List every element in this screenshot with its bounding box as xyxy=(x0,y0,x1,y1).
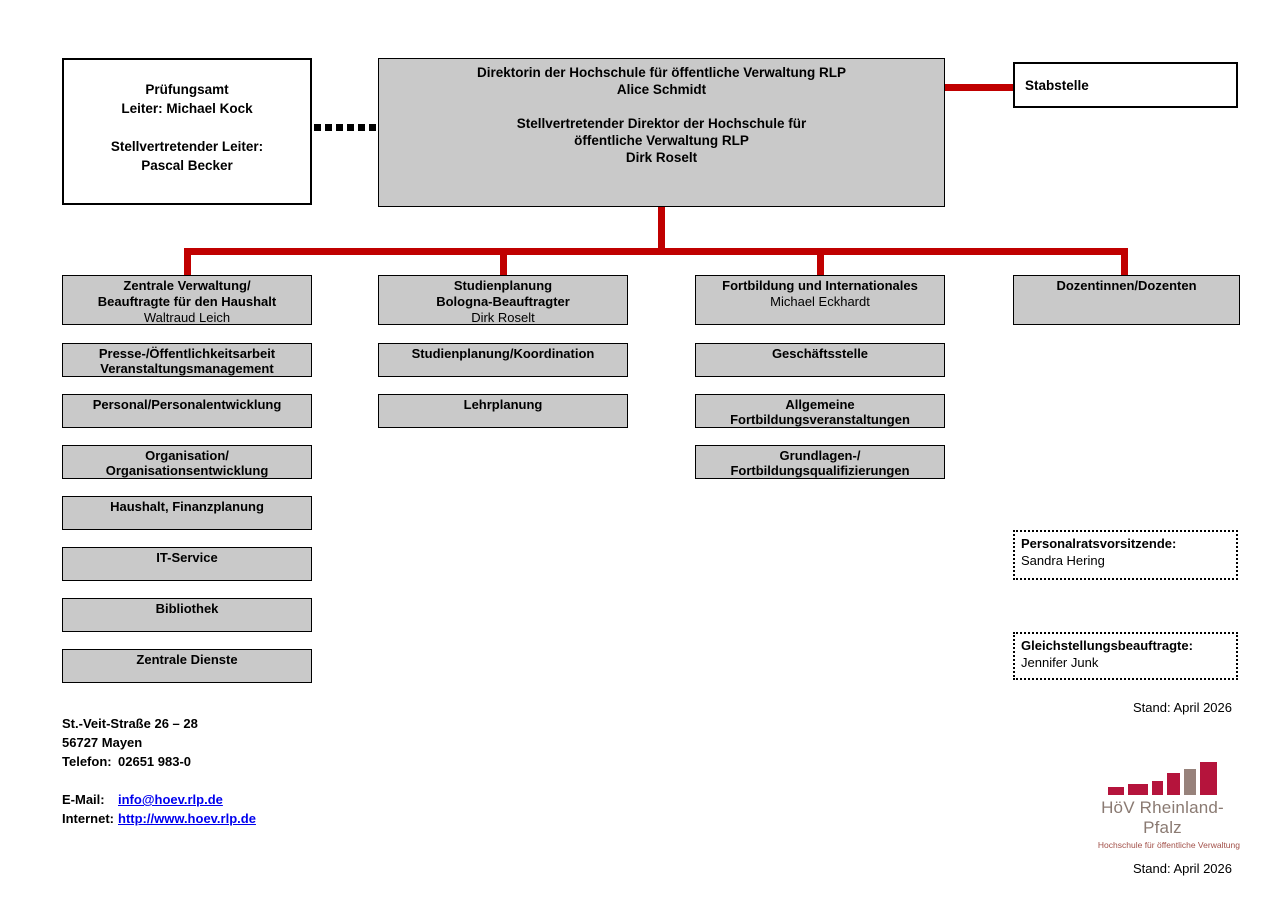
unit-label: Organisation/ xyxy=(145,448,229,463)
org-box-allgemeine-fortbildung: Allgemeine Fortbildungsveranstaltungen xyxy=(695,394,945,428)
gleichstellung-title: Gleichstellungsbeauftragte: xyxy=(1021,638,1193,653)
unit-label: Haushalt, Finanzplanung xyxy=(110,499,264,514)
org-box-studienplanung: Studienplanung Bologna-Beauftragter Dirk… xyxy=(378,275,628,325)
personalrat-title: Personalratsvorsitzende: xyxy=(1021,536,1177,551)
col3-title-line1: Fortbildung und Internationales xyxy=(722,278,918,293)
pruefungsamt-stellv-label: Stellvertretender Leiter: xyxy=(110,139,264,154)
connector-drop-col2 xyxy=(500,255,507,275)
org-box-zentrale-verwaltung: Zentrale Verwaltung/ Beauftragte für den… xyxy=(62,275,312,325)
logo-bar-gray xyxy=(1184,769,1196,795)
logo-title: HöV Rheinland-Pfalz xyxy=(1101,798,1224,837)
connector-drop-col4 xyxy=(1121,255,1128,275)
pruefungsamt-stellv-name: Pascal Becker xyxy=(141,158,233,173)
connector-drop-col3 xyxy=(817,255,824,275)
org-box-studienplanung-koordination: Studienplanung/Koordination xyxy=(378,343,628,377)
spacer xyxy=(379,98,944,115)
stabstelle-label: Stabstelle xyxy=(1025,77,1089,93)
address-street: St.-Veit-Straße 26 – 28 xyxy=(62,716,198,731)
pruefungsamt-title: Prüfungsamt xyxy=(145,82,229,97)
stand-date-bottom: Stand: April 2026 xyxy=(1132,861,1232,876)
personalrat-box: Personalratsvorsitzende: Sandra Hering xyxy=(1013,530,1238,580)
email-row: E-Mail: info@hoev.rlp.de xyxy=(62,790,256,809)
connector-drop-col1 xyxy=(184,255,191,275)
unit-label: Lehrplanung xyxy=(463,397,543,412)
pruefungsamt-leiter: Leiter: Michael Kock xyxy=(121,101,253,116)
unit-label: Geschäftsstelle xyxy=(771,346,869,361)
logo-bar xyxy=(1200,762,1217,795)
connector-stabstelle xyxy=(945,84,1013,91)
gleichstellung-name: Jennifer Junk xyxy=(1021,655,1099,670)
col2-title-line2: Bologna-Beauftragter xyxy=(436,294,570,309)
email-label: E-Mail: xyxy=(62,792,105,807)
direktion-stellv-line2: öffentliche Verwaltung RLP xyxy=(574,133,749,148)
org-box-it-service: IT-Service xyxy=(62,547,312,581)
org-box-zentrale-dienste: Zentrale Dienste xyxy=(62,649,312,683)
logo-bars-icon xyxy=(1085,762,1240,795)
dotted-connector-pruefungsamt xyxy=(314,124,376,131)
direktion-stellv-name: Dirk Roselt xyxy=(625,150,698,165)
org-box-organisation: Organisation/ Organisationsentwicklung xyxy=(62,445,312,479)
org-box-geschaeftsstelle: Geschäftsstelle xyxy=(695,343,945,377)
unit-label: Veranstaltungsmanagement xyxy=(100,361,274,376)
unit-label: Presse-/Öffentlichkeitsarbeit xyxy=(98,346,276,361)
col1-title-line1: Zentrale Verwaltung/ xyxy=(123,278,251,293)
logo-subtitle: Hochschule für öffentliche Verwaltung xyxy=(1097,840,1240,850)
internet-link[interactable]: http://www.hoev.rlp.de xyxy=(118,811,256,826)
connector-main-stem xyxy=(658,206,665,255)
direktion-title: Direktorin der Hochschule für öffentlich… xyxy=(476,65,847,80)
gleichstellung-box: Gleichstellungsbeauftragte: Jennifer Jun… xyxy=(1013,632,1238,680)
phone-row: Telefon: 02651 983-0 xyxy=(62,752,256,771)
unit-label: Fortbildungsqualifizierungen xyxy=(730,463,910,478)
logo-bar xyxy=(1108,787,1124,795)
internet-row: Internet: http://www.hoev.rlp.de xyxy=(62,809,256,828)
unit-label: Studienplanung/Koordination xyxy=(411,346,595,361)
org-box-personal: Personal/Personalentwicklung xyxy=(62,394,312,428)
unit-label: Personal/Personalentwicklung xyxy=(92,397,282,412)
unit-label: IT-Service xyxy=(156,550,218,565)
org-box-bibliothek: Bibliothek xyxy=(62,598,312,632)
col2-head-name: Dirk Roselt xyxy=(471,310,535,325)
org-box-presse: Presse-/Öffentlichkeitsarbeit Veranstalt… xyxy=(62,343,312,377)
phone-label: Telefon: xyxy=(62,754,112,769)
org-box-dozenten: Dozentinnen/Dozenten xyxy=(1013,275,1240,325)
address-city: 56727 Mayen xyxy=(62,735,143,750)
org-box-fortbildung: Fortbildung und Internationales Michael … xyxy=(695,275,945,325)
spacer xyxy=(64,118,310,137)
org-box-grundlagen: Grundlagen-/ Fortbildungsqualifizierunge… xyxy=(695,445,945,479)
direktion-stellv-line1: Stellvertretender Direktor der Hochschul… xyxy=(516,116,807,131)
email-link[interactable]: info@hoev.rlp.de xyxy=(118,792,223,807)
col3-head-name: Michael Eckhardt xyxy=(770,294,870,309)
personalrat-name: Sandra Hering xyxy=(1021,553,1105,568)
unit-label: Allgemeine xyxy=(785,397,855,412)
col2-title-line1: Studienplanung xyxy=(453,278,553,293)
unit-label: Bibliothek xyxy=(155,601,219,616)
org-box-direktion: Direktorin der Hochschule für öffentlich… xyxy=(378,58,945,207)
org-box-lehrplanung: Lehrplanung xyxy=(378,394,628,428)
col4-title-line1: Dozentinnen/Dozenten xyxy=(1056,278,1197,293)
spacer xyxy=(62,771,256,790)
logo-bar xyxy=(1152,781,1163,795)
internet-label: Internet: xyxy=(62,811,114,826)
unit-label: Grundlagen-/ xyxy=(779,448,861,463)
col1-head-name: Waltraud Leich xyxy=(143,310,231,325)
direktion-name: Alice Schmidt xyxy=(616,82,707,97)
unit-label: Organisationsentwicklung xyxy=(105,463,269,478)
org-box-pruefungsamt: Prüfungsamt Leiter: Michael Kock Stellve… xyxy=(62,58,312,205)
col1-title-line2: Beauftragte für den Haushalt xyxy=(97,294,277,309)
logo-bar xyxy=(1167,773,1180,795)
unit-label: Zentrale Dienste xyxy=(136,652,238,667)
org-box-stabstelle: Stabstelle xyxy=(1013,62,1238,108)
contact-block: St.-Veit-Straße 26 – 28 56727 Mayen Tele… xyxy=(62,714,256,828)
phone-value: 02651 983-0 xyxy=(118,754,192,769)
logo-bar xyxy=(1128,784,1148,795)
unit-label: Fortbildungsveranstaltungen xyxy=(730,412,910,427)
org-box-haushalt: Haushalt, Finanzplanung xyxy=(62,496,312,530)
connector-horizontal xyxy=(184,248,1128,255)
stand-date-top: Stand: April 2026 xyxy=(1132,700,1232,715)
hoev-logo: HöV Rheinland-Pfalz Hochschule für öffen… xyxy=(1085,762,1240,850)
